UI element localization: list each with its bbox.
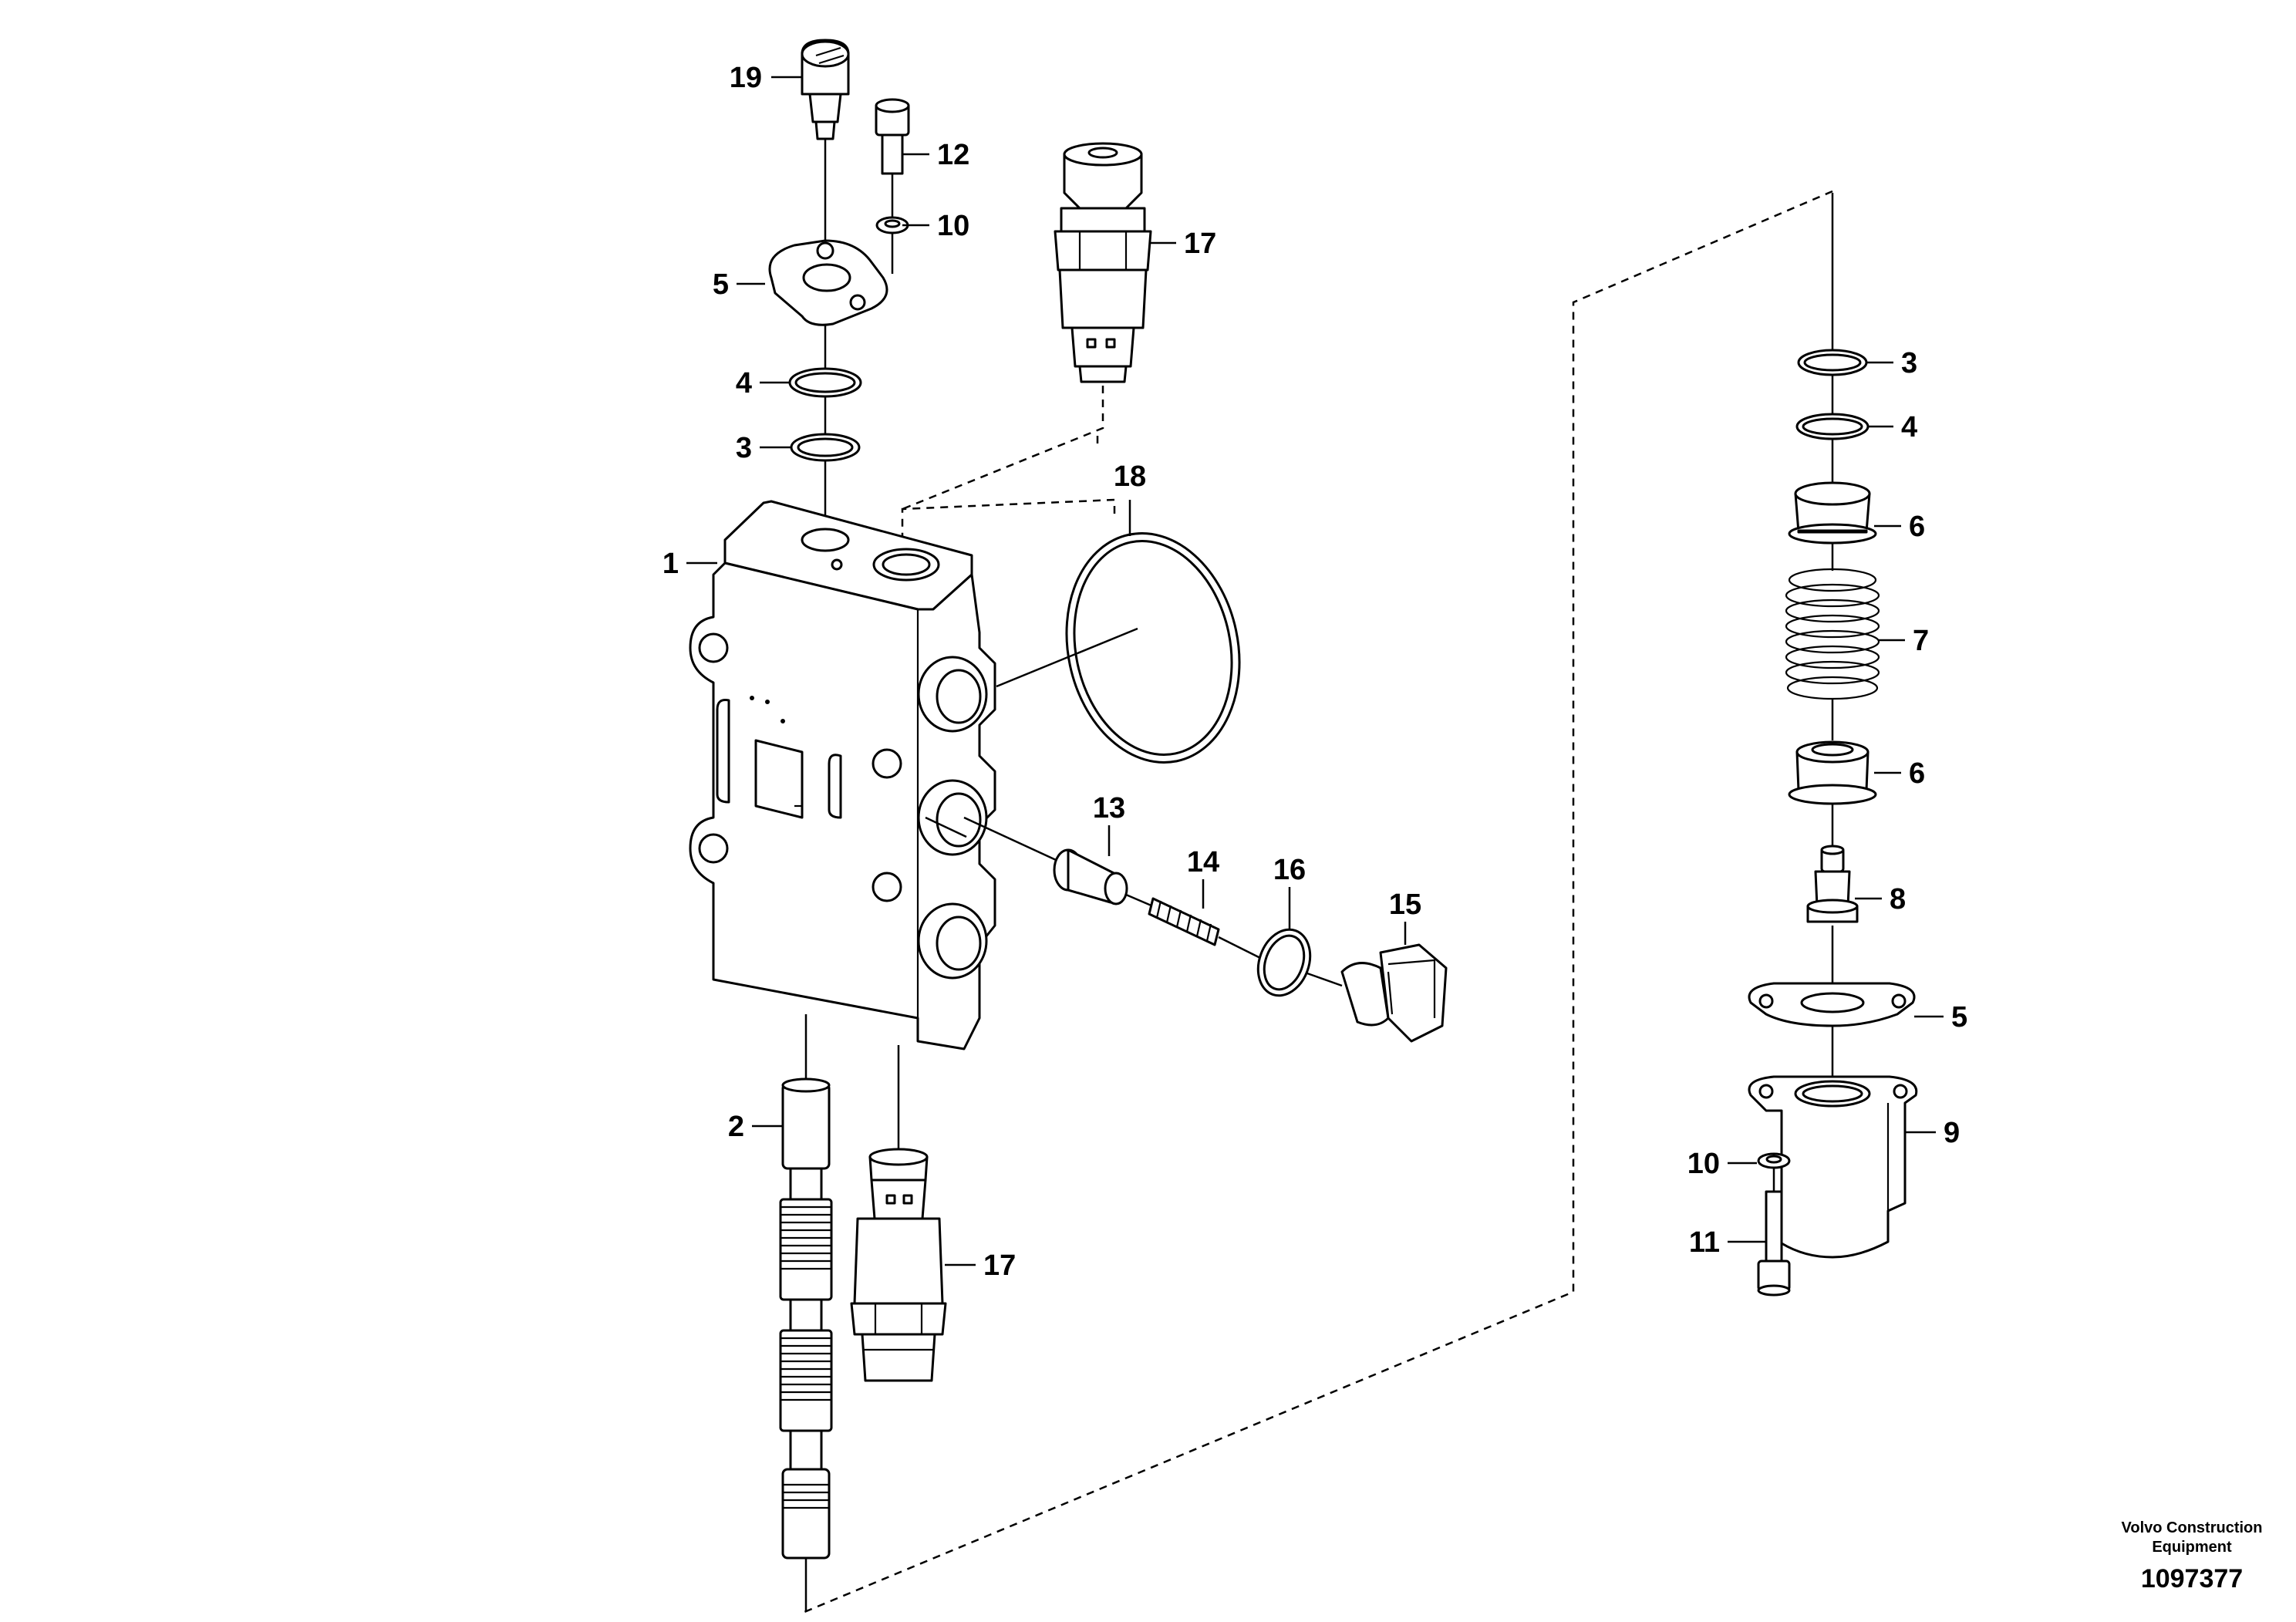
- part-12-bolt: [875, 98, 910, 274]
- label-19: 19: [730, 62, 762, 94]
- part-3-o-ring-right: [1797, 349, 1868, 376]
- label-4-top: 4: [736, 367, 752, 400]
- part-2-spool: [779, 1014, 833, 1612]
- label-13: 13: [1093, 792, 1125, 824]
- part-6-spring-seat-lower: [1788, 740, 1877, 805]
- label-3-right: 3: [1901, 347, 1917, 379]
- label-6-upper: 6: [1909, 511, 1925, 543]
- label-18: 18: [1114, 460, 1146, 493]
- caption-line-1: Volvo Construction: [2122, 1519, 2263, 1536]
- label-12: 12: [937, 139, 969, 171]
- label-15: 15: [1389, 889, 1421, 921]
- part-8-piston: [1806, 845, 1859, 923]
- part-18-large-o-ring: [996, 532, 1241, 764]
- label-17-bottom: 17: [983, 1249, 1016, 1282]
- label-3-top: 3: [736, 432, 752, 464]
- part-5-flange-right: [1748, 982, 1916, 1027]
- part-19-pin: [801, 39, 850, 262]
- part-14-spring: [1148, 897, 1220, 946]
- drawing-number: 1097377: [2141, 1564, 2243, 1593]
- label-1: 1: [663, 548, 679, 580]
- label-10-top: 10: [937, 210, 969, 242]
- part-17-top-dashed-link: [902, 386, 1104, 511]
- label-8: 8: [1890, 883, 1906, 916]
- part-16-o-ring: [1256, 928, 1312, 997]
- leader-lines: [686, 76, 1944, 1266]
- label-11: 11: [1689, 1226, 1720, 1259]
- label-5-right: 5: [1951, 1001, 1967, 1034]
- part-13-poppet: [1053, 848, 1128, 905]
- part-6-spring-seat-upper: [1788, 481, 1877, 545]
- label-17-top: 17: [1184, 228, 1216, 260]
- label-9: 9: [1944, 1117, 1960, 1149]
- label-4-right: 4: [1901, 411, 1917, 443]
- label-6-lower: 6: [1909, 757, 1925, 790]
- drawing-caption: Volvo Construction Equipment 1097377: [2122, 1519, 2263, 1593]
- part-4-seal-ring-top: [788, 367, 862, 398]
- part-7-spring: [1785, 568, 1880, 700]
- part-4-seal-ring-right: [1795, 413, 1870, 440]
- label-7: 7: [1913, 625, 1929, 657]
- part-15-plug: [1340, 943, 1448, 1043]
- assembly-boundary-dashed: [804, 190, 1833, 1614]
- part-11-bolt: [1757, 1168, 1791, 1297]
- callout-labels: 19 12 10 17 5 4 3 18 1 13 14 16 15 2 17 …: [663, 62, 1967, 1282]
- part-17-relief-valve-bottom: [850, 1045, 947, 1382]
- part-1-valve-housing: [689, 500, 996, 1050]
- part-9-cover: [1748, 1075, 1918, 1259]
- part-5-flange-top: [768, 239, 888, 326]
- label-2: 2: [728, 1111, 744, 1143]
- label-14: 14: [1187, 846, 1219, 878]
- label-10-right: 10: [1687, 1148, 1720, 1180]
- caption-line-2: Equipment: [2152, 1539, 2232, 1556]
- part-10-washer-right: [1757, 1152, 1791, 1169]
- part-3-o-ring-top: [790, 433, 861, 462]
- part-17-relief-valve-top: [1054, 142, 1152, 383]
- label-16: 16: [1273, 854, 1306, 886]
- label-5-top: 5: [713, 268, 729, 301]
